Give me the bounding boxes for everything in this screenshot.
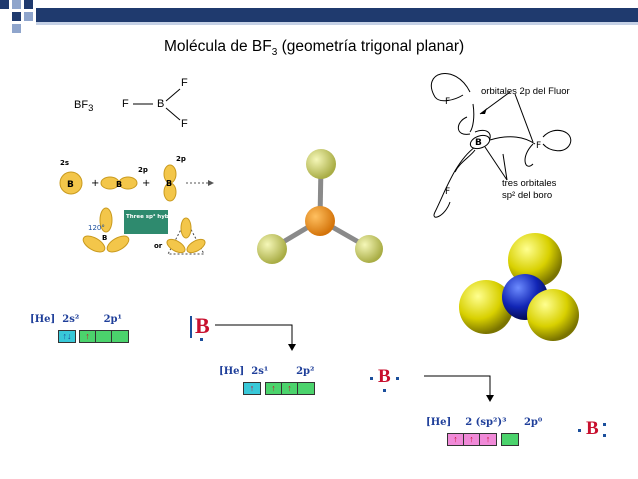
b1-bar [190,316,192,338]
ground-2s-cell: ↑↓ [62,331,72,341]
hybrid-sp2-cell: ↑ [448,434,464,445]
excited-2p-cell [298,383,314,394]
hybridization-figure: B + B + B 2s 2p 2p B 120° Three sp² hybr… [59,155,214,255]
svg-text:+: + [91,178,99,189]
label-fluor-2p: orbitales 2p del Fluor [481,86,570,97]
excited-2p-cell: ↑ [282,383,298,394]
b2-dot-bottom [383,389,386,392]
hybrid-2p-label: 2p [138,166,148,174]
b3-dot-left [578,429,581,432]
ground-2p-box: ↑ [79,330,129,343]
hybrid-sp2-cell: ↑ [464,434,480,445]
ground-2s-box: ↑↓ [58,330,76,343]
b3-dot-right-bottom [603,434,606,437]
hybrid-2p-box [501,433,519,446]
lewis-f-bottom: F [181,118,188,130]
angle-label: 120° [88,224,105,232]
svg-text:B: B [116,180,122,189]
hybrid-config-label: [He] 2 (sp²)³ 2p⁰ [426,417,543,428]
lewis-f-left: F [122,98,129,110]
svg-text:B: B [67,180,74,190]
b-symbol-2: B [378,366,391,387]
or-label: or [154,242,163,250]
hybrid-sp2-cell: ↑ [485,434,491,444]
orbital-overlap-diagram: B F F F [430,73,572,218]
hybrid-sp2-box: ↑ ↑ ↑ [447,433,497,446]
ground-2p-cell: ↑ [80,331,96,342]
header-decoration [0,0,638,33]
ground-2p-cell [96,331,112,342]
three-sp2-label: Three sp² hybrid orbitals [126,213,204,220]
svg-text:B: B [102,234,107,242]
ball-stick-model [257,149,383,264]
diagram-f-bottom: F [445,187,450,197]
b2-dot-left [370,377,373,380]
hybrid-2p-label-b: 2p [176,155,186,163]
diagram-b-label: B [475,138,482,148]
b2-dot-right [396,377,399,380]
ground-config-label: [He] 2s² 2p¹ [30,314,122,325]
b3-dot-right-top [603,423,606,426]
svg-text:+: + [142,178,150,189]
excited-2p-box: ↑ ↑ [265,382,315,395]
lewis-f-top: F [181,77,188,89]
b-symbol-3: B [586,418,599,439]
diagram-f-right: F [536,141,541,151]
svg-text:B: B [166,179,172,188]
b1-dot [200,338,203,341]
hybrid-2s-label: 2s [60,159,69,167]
hybrid-2p-cell [502,434,518,445]
excited-config-label: [He] 2s¹ 2p² [219,366,315,377]
excited-2p-cell: ↑ [266,383,282,394]
bf3-formula: BF3 [74,99,94,115]
excited-2s-box: ↑ [243,382,261,395]
page-title: Molécula de BF3 (geometría trigonal plan… [164,38,465,59]
b-symbol-1: B [195,313,210,338]
space-filling-model [459,233,579,341]
lewis-b: B [157,98,165,110]
diagram-f-top: F [445,97,450,107]
excited-2s-cell: ↑ [249,383,255,393]
